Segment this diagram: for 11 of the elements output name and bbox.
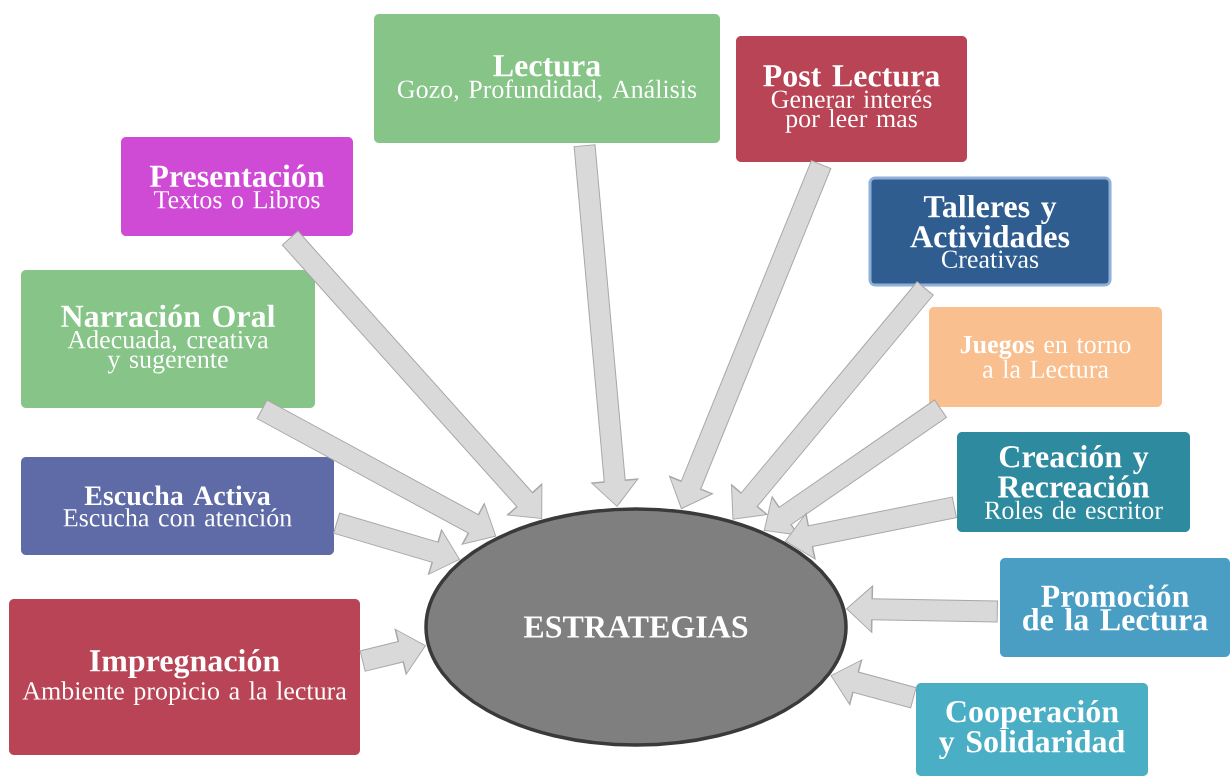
strategy-box: Creación y Recreación Roles de escritor: [957, 432, 1190, 532]
strategy-box: Promoción de la Lectura: [1000, 558, 1230, 657]
strategy-box: Presentación Textos o Libros: [121, 137, 353, 236]
strategy-box: Impregnación Ambiente propicio a la lectura: [9, 599, 360, 755]
strategy-box: Narración Oral Adecuada, creativa y sugerente: [21, 270, 315, 408]
strategy-box: Juegos en torno a la Lectura: [929, 307, 1162, 407]
strategy-box: Talleres y Actividades Creativas: [868, 176, 1112, 287]
strategy-box: Post Lectura Generar interés por leer mas: [736, 36, 967, 162]
strategy-box: Lectura Gozo, Profundidad, Análisis: [374, 14, 720, 143]
strategy-box: Escucha Activa Escucha con atención: [21, 457, 334, 555]
strategy-box: Cooperación y Solidaridad: [916, 683, 1148, 776]
